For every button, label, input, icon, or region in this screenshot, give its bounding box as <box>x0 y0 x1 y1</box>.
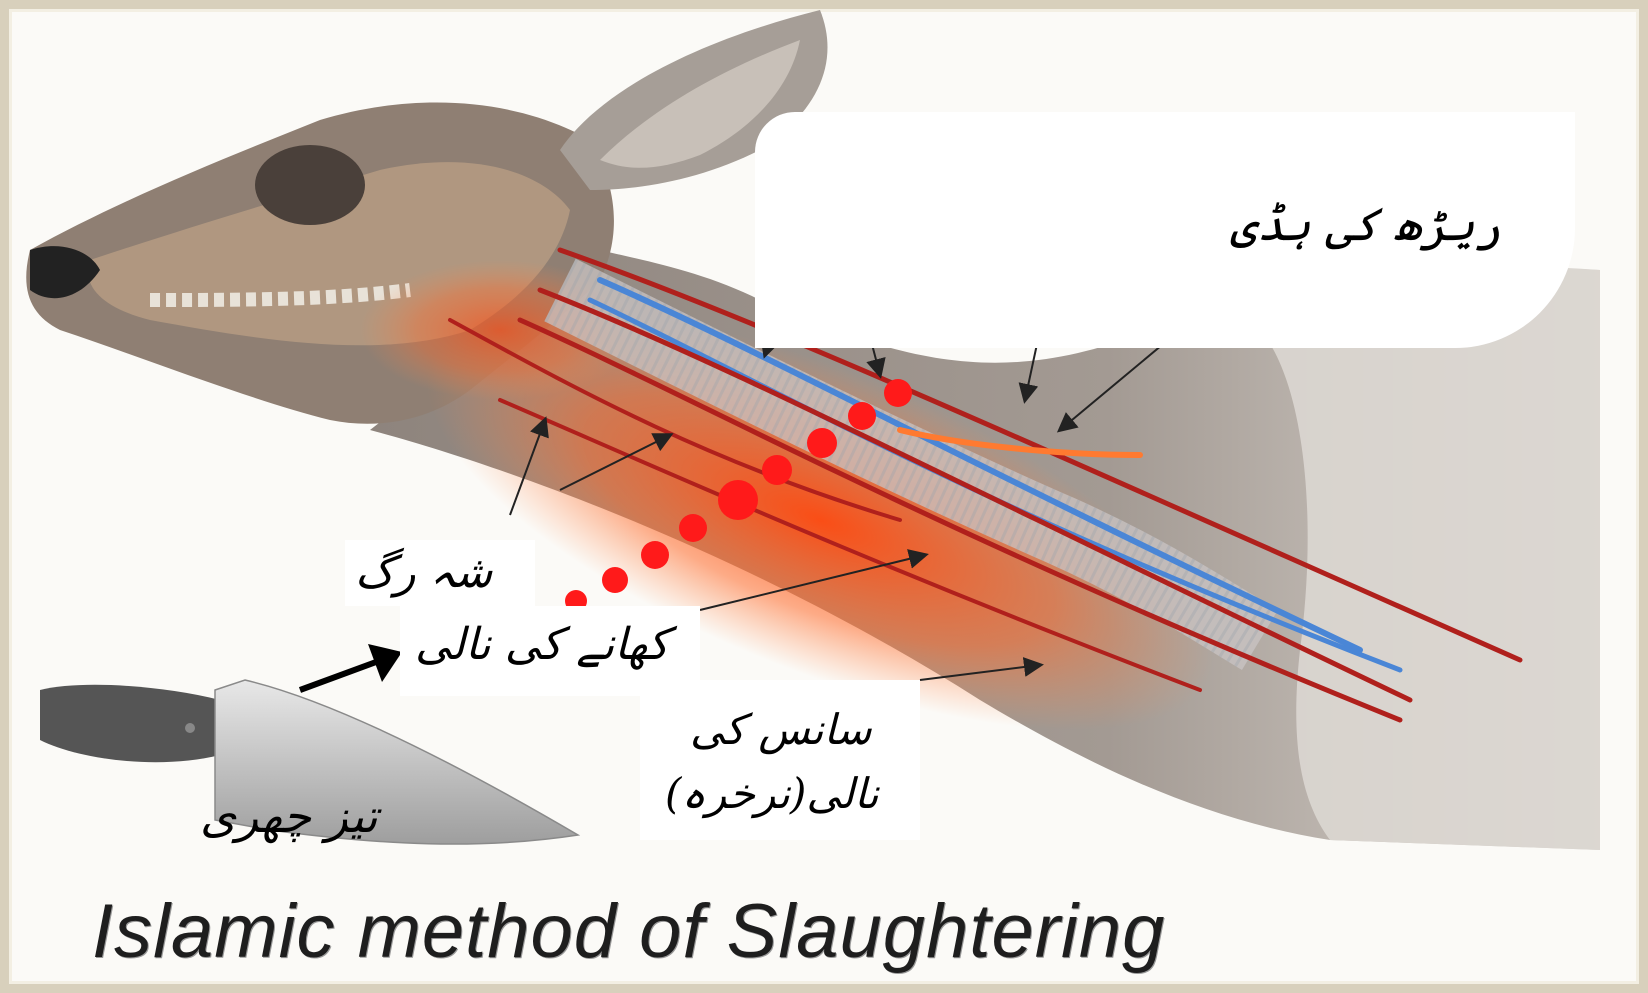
spine-label: ریڑھ کی ہڈی <box>1230 198 1502 251</box>
esophagus-label: کھانے کی نالی <box>415 620 669 671</box>
cut-dot <box>602 567 628 593</box>
cut-dot <box>848 402 876 430</box>
cut-dot <box>762 455 792 485</box>
cut-dot <box>641 541 669 569</box>
eye-socket <box>255 145 365 225</box>
cut-dot <box>718 480 758 520</box>
cut-dot <box>807 428 837 458</box>
windpipe-label-line2: نالی(نرخرہ) <box>665 770 879 818</box>
knife-label: تیز چھری <box>200 790 378 843</box>
diagram-caption: Islamic method of Slaughtering <box>92 888 1592 975</box>
cut-dot <box>679 514 707 542</box>
cut-dot <box>884 379 912 407</box>
jugular-vein-label: شہ رگ <box>355 548 492 599</box>
windpipe-label-line1: سانس کی <box>690 706 872 754</box>
